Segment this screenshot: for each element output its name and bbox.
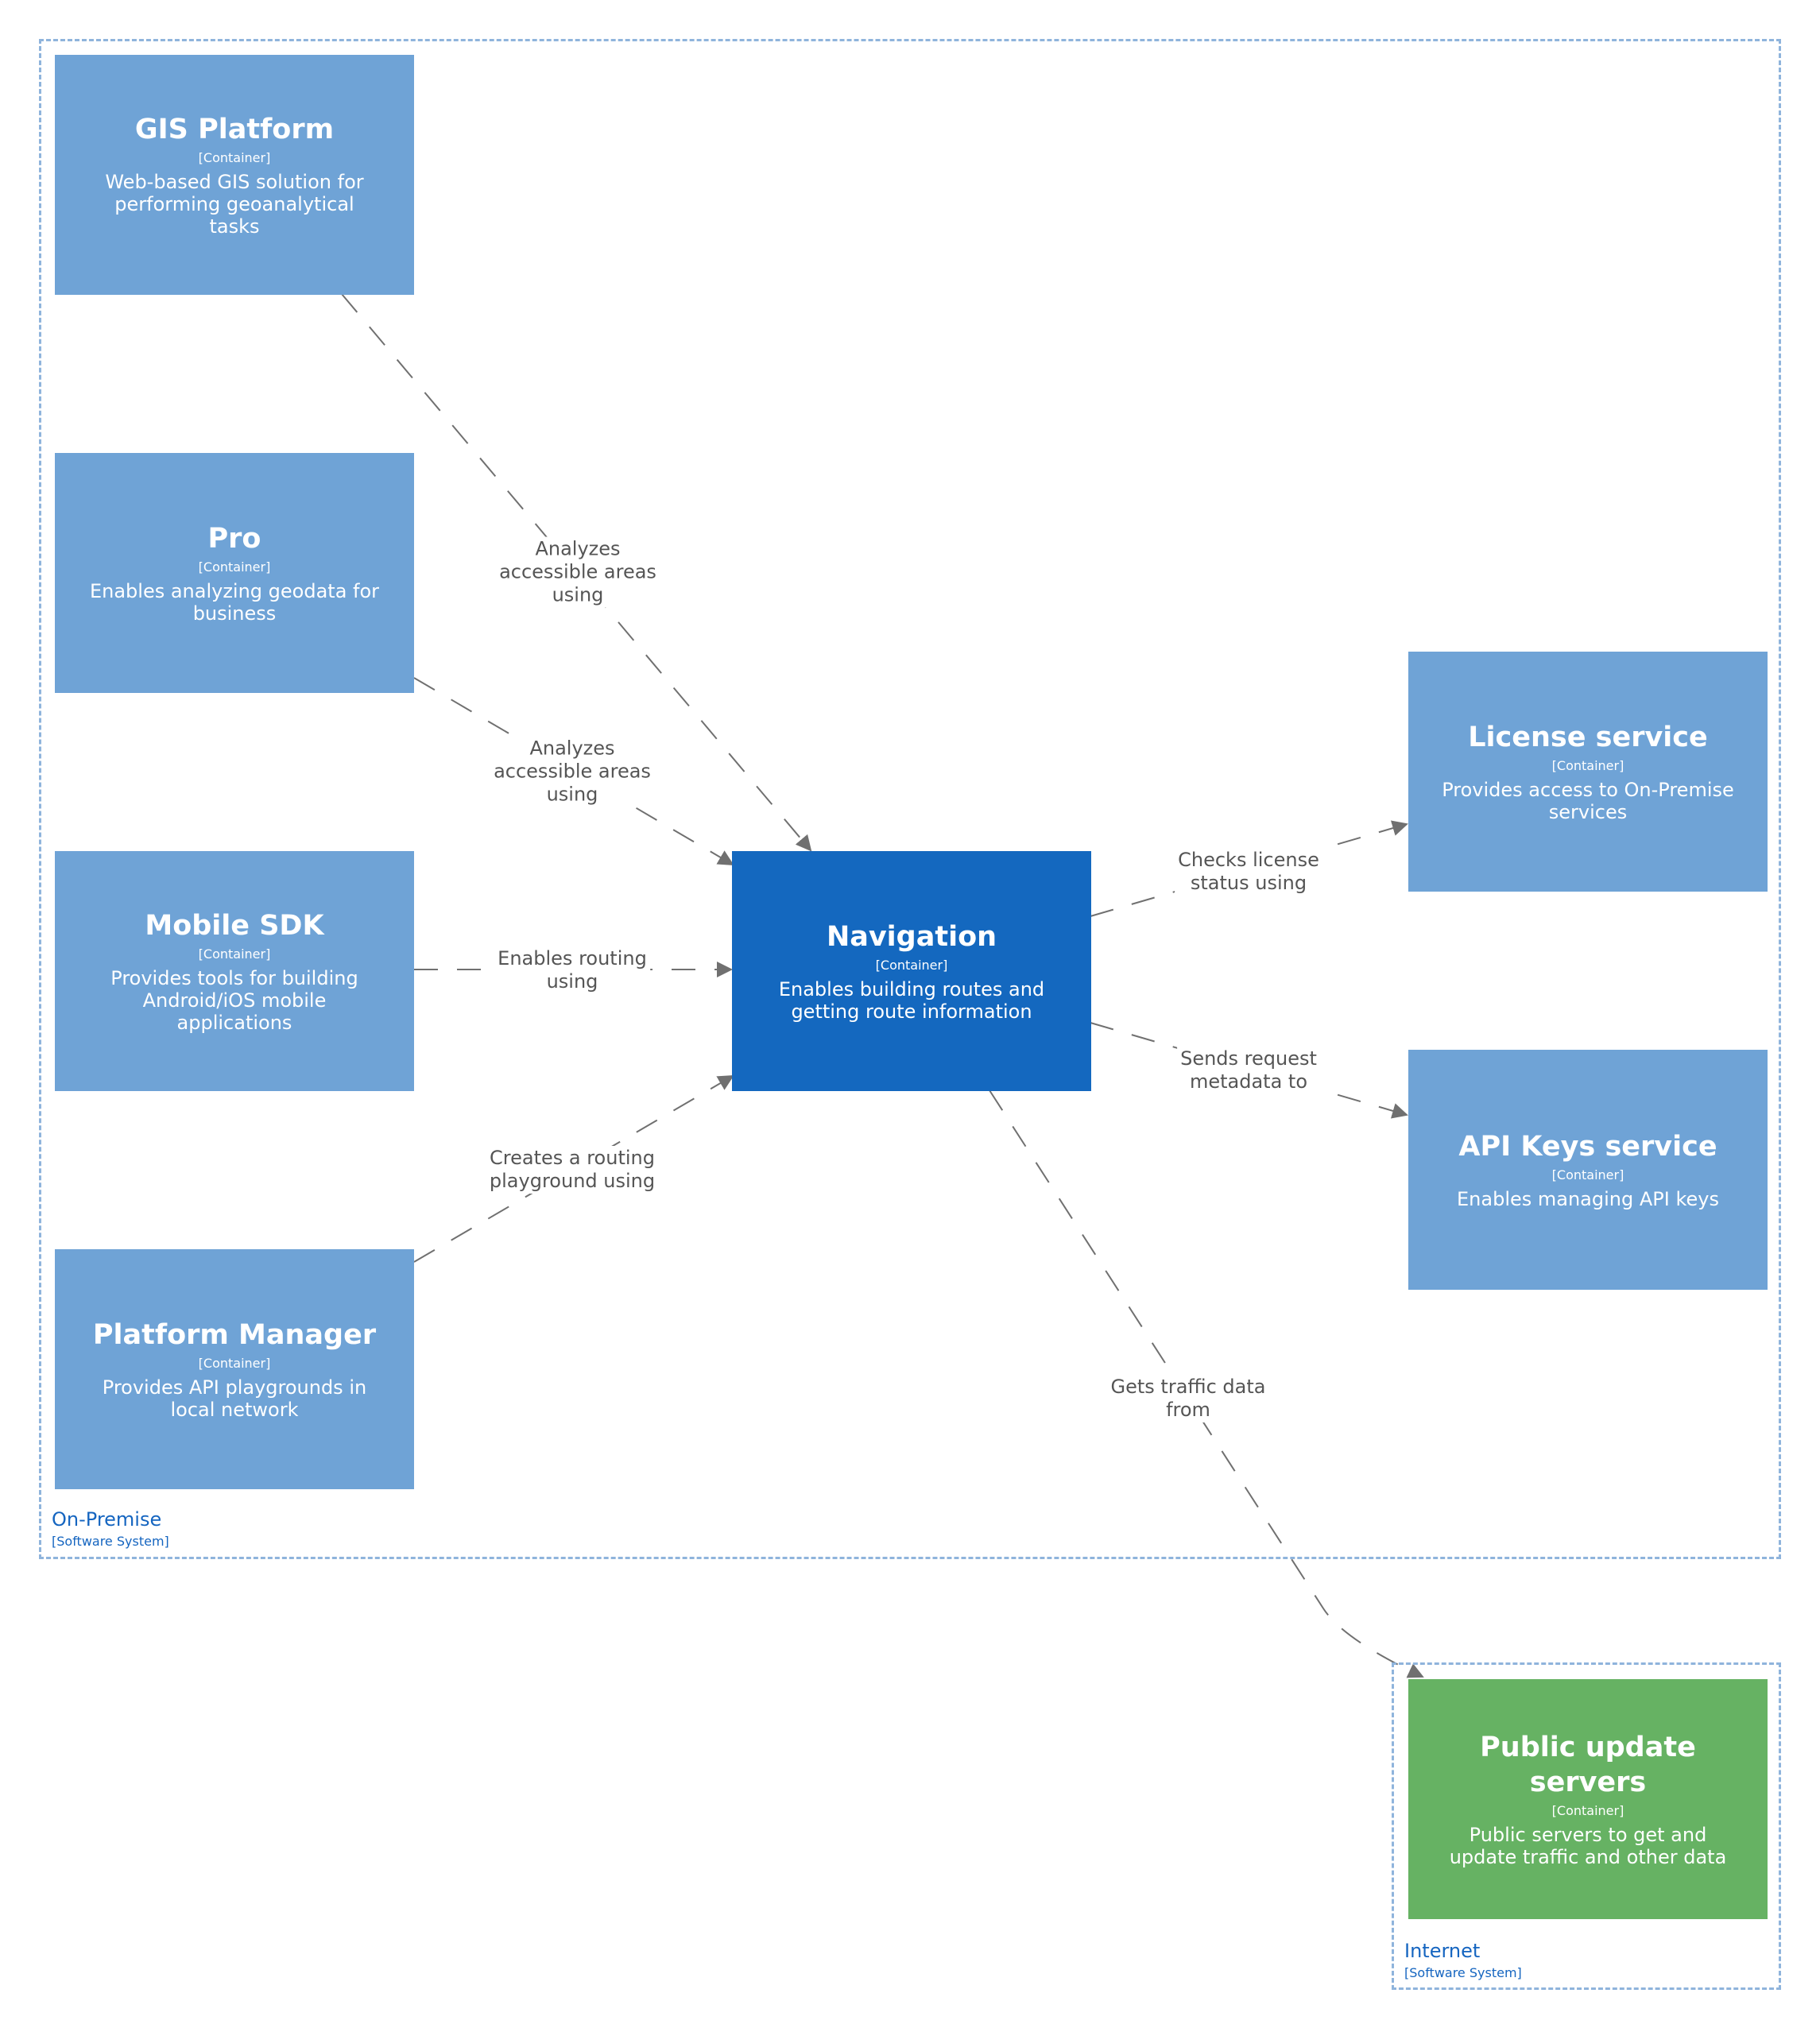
internet-boundary <box>1392 1662 1781 1990</box>
container-public-update-servers[interactable]: Public update servers [Container] Public… <box>1408 1679 1768 1919</box>
container-type: [Container] <box>1551 758 1624 773</box>
container-title: Platform Manager <box>92 1319 377 1351</box>
arrow-navigation-to-license <box>1090 820 1408 917</box>
container-api-keys-service[interactable]: API Keys service [Container] Enables man… <box>1408 1050 1768 1290</box>
container-gis-platform[interactable]: GIS Platform [Container] Web-based GIS s… <box>55 55 414 295</box>
container-description: Provides access to On-Premise services <box>1442 779 1734 823</box>
arrow-navigation-to-public <box>989 1089 1424 1678</box>
container-type: [Container] <box>198 946 271 962</box>
container-description: Enables building routes and getting rout… <box>778 978 1045 1023</box>
container-description: Enables analyzing geodata for business <box>89 580 380 625</box>
container-type: [Container] <box>1551 1167 1624 1182</box>
container-title: Pro <box>207 523 261 555</box>
container-description: Public servers to get and update traffic… <box>1449 1824 1727 1868</box>
on-premise-label: On-Premise <box>52 1508 162 1531</box>
container-type: [Container] <box>875 958 948 973</box>
container-pro[interactable]: Pro [Container] Enables analyzing geodat… <box>55 453 414 693</box>
container-navigation[interactable]: Navigation [Container] Enables building … <box>732 851 1091 1091</box>
container-mobile-sdk[interactable]: Mobile SDK [Container] Provides tools fo… <box>55 851 414 1091</box>
container-type: [Container] <box>198 1356 271 1371</box>
container-description: Provides API playgrounds in local networ… <box>102 1376 367 1421</box>
container-title: API Keys service <box>1458 1131 1717 1163</box>
container-platform-manager[interactable]: Platform Manager [Container] Provides AP… <box>55 1249 414 1489</box>
container-description: Web-based GIS solution for performing ge… <box>105 171 364 238</box>
container-license-service[interactable]: License service [Container] Provides acc… <box>1408 652 1768 892</box>
container-title: License service <box>1468 722 1708 753</box>
container-description: Enables managing API keys <box>1457 1188 1719 1210</box>
container-description: Provides tools for building Android/iOS … <box>110 967 358 1034</box>
container-title: Navigation <box>826 921 997 953</box>
container-title: Public update servers <box>1480 1732 1696 1798</box>
arrow-navigation-to-apikeys <box>1090 1022 1408 1119</box>
internet-type: [Software System] <box>1404 1965 1522 1980</box>
internet-label: Internet <box>1404 1940 1481 1962</box>
on-premise-type: [Software System] <box>52 1534 169 1549</box>
container-type: [Container] <box>198 559 271 575</box>
container-title: GIS Platform <box>134 114 335 145</box>
container-type: [Container] <box>198 150 271 165</box>
container-type: [Container] <box>1551 1803 1624 1818</box>
on-premise-boundary <box>39 39 1781 1559</box>
container-title: Mobile SDK <box>145 910 324 942</box>
